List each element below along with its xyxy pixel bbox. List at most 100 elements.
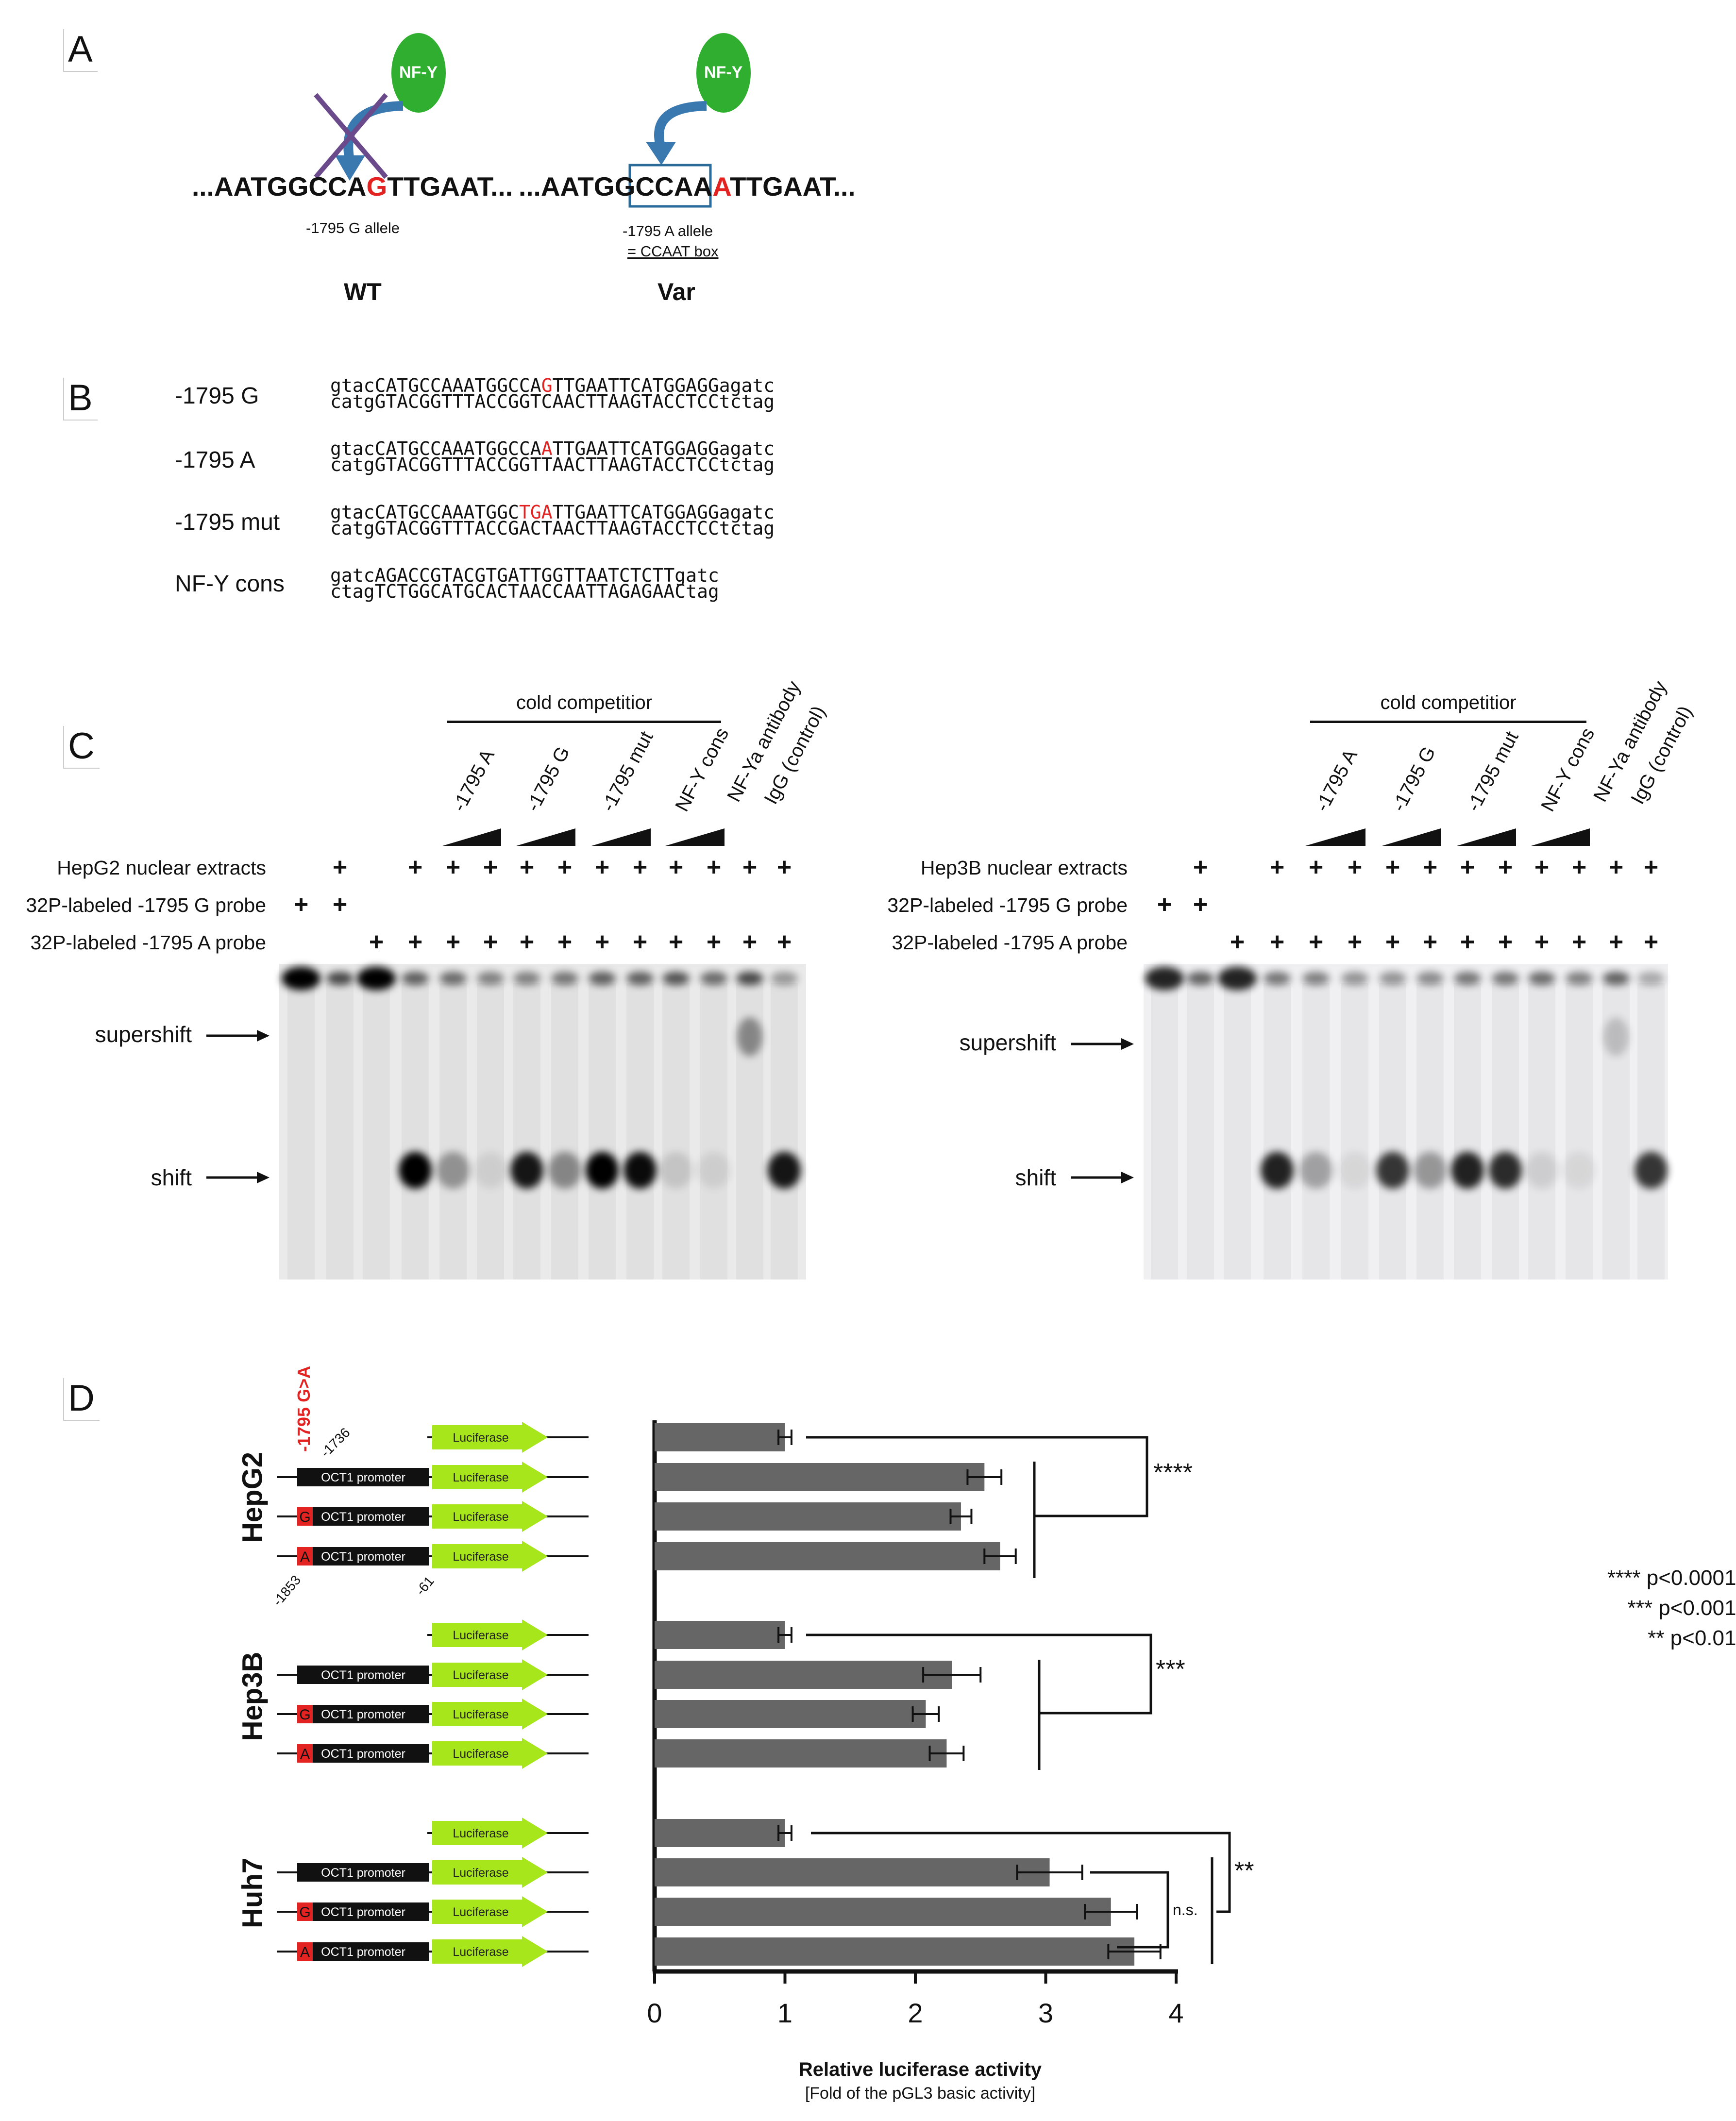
left-lane-smear bbox=[326, 983, 354, 1279]
right-free-probe-band bbox=[1492, 972, 1519, 985]
left-lane-smear bbox=[363, 983, 390, 1279]
bar-HepG2-2 bbox=[655, 1463, 985, 1491]
wt-label: WT bbox=[344, 278, 382, 305]
promoter-box bbox=[297, 1666, 429, 1684]
allele-box bbox=[297, 1744, 313, 1763]
right-lane-smear bbox=[1528, 983, 1555, 1279]
right-lane-smear bbox=[1187, 983, 1214, 1279]
bracket-hep3b-outer bbox=[806, 1633, 1152, 1715]
allele-box bbox=[297, 1507, 313, 1526]
luciferase-label: Luciferase bbox=[453, 1471, 508, 1484]
nfy-ellipse-wt bbox=[391, 33, 446, 113]
nfy-ellipse-var bbox=[696, 33, 751, 113]
allele-label: G bbox=[299, 1509, 310, 1525]
seq-a-top: gtacCATGCCAAATGGCCAATTGAATTCATGGAGGagatc bbox=[330, 438, 775, 459]
left-free-probe-band bbox=[551, 972, 578, 985]
luciferase-label: Luciferase bbox=[453, 1550, 508, 1564]
allele-box bbox=[297, 1942, 313, 1961]
left-shift-label: shift bbox=[151, 1165, 192, 1190]
right-lane-smear bbox=[1454, 983, 1481, 1279]
allele-label: A bbox=[300, 1746, 310, 1762]
left-shift-band bbox=[510, 1152, 543, 1189]
left-free-probe-band bbox=[700, 972, 727, 985]
right-plus-r1-l13: + bbox=[1608, 853, 1624, 881]
right-lane-smear bbox=[1302, 983, 1330, 1279]
right-lane-smear bbox=[1264, 983, 1291, 1279]
panel-letter-b: B bbox=[63, 378, 98, 421]
right-plus-r1-l6: + bbox=[1347, 853, 1363, 881]
left-free-probe-band bbox=[662, 972, 690, 985]
binding-arrow-var bbox=[654, 101, 707, 147]
left-plus-r2-l2: + bbox=[332, 891, 348, 919]
bar-HepG2-3 bbox=[655, 1502, 961, 1531]
left-plus-r3-l7: + bbox=[519, 928, 535, 956]
right-plus-r1-l9: + bbox=[1460, 853, 1475, 881]
seq-g-top: gtacCATGCCAAATGGCCAGTTGAATTCATGGAGGagatc bbox=[330, 375, 775, 396]
right-shift-band bbox=[1338, 1152, 1371, 1189]
bar-Hep3B-3 bbox=[655, 1700, 926, 1728]
right-plus-r3-l4: + bbox=[1269, 928, 1285, 956]
right-free-probe-band bbox=[1341, 972, 1368, 985]
seq-g-bottom: catgGTACGGTTTACCGGTCAACTTAAGTACCTCCtctag bbox=[330, 391, 775, 412]
promoter-label: OCT1 promoter bbox=[321, 1550, 405, 1564]
left-cold-competitor-line bbox=[447, 721, 721, 723]
bar-Huh7-2 bbox=[655, 1858, 1050, 1886]
right-free-probe-band bbox=[1602, 972, 1630, 985]
left-gel-image bbox=[279, 964, 806, 1279]
right-shift-band bbox=[1451, 1152, 1484, 1189]
allele-box bbox=[297, 1705, 313, 1723]
left-plus-r3-l4: + bbox=[407, 928, 423, 956]
promoter-label: OCT1 promoter bbox=[321, 1747, 405, 1761]
left-row-label-3: 32P-labeled -1795 A probe bbox=[30, 931, 266, 954]
right-plus-r1-l10: + bbox=[1498, 853, 1513, 881]
left-lane-smear bbox=[700, 983, 727, 1279]
left-lane-smear bbox=[513, 983, 540, 1279]
ccaat-box bbox=[628, 164, 712, 208]
left-plus-r1-l7: + bbox=[519, 853, 535, 881]
right-plus-r3-l8: + bbox=[1422, 928, 1438, 956]
right-shift-band bbox=[1414, 1152, 1447, 1189]
left-lane-smear bbox=[439, 983, 467, 1279]
wt-sequence: ...AATGGCCAGTTGAAT... bbox=[192, 171, 513, 202]
luciferase-arrow bbox=[432, 1541, 548, 1572]
right-plus-r1-l11: + bbox=[1534, 853, 1550, 881]
left-lane-smear bbox=[551, 983, 578, 1279]
luciferase-arrow bbox=[432, 1501, 548, 1532]
right-lane-smear bbox=[1492, 983, 1519, 1279]
right-plus-r1-l14: + bbox=[1643, 853, 1659, 881]
arrowhead-wt bbox=[335, 155, 365, 181]
promoter-label: OCT1 promoter bbox=[321, 1905, 405, 1919]
left-lane-smear bbox=[402, 983, 429, 1279]
allele-label: G bbox=[299, 1707, 310, 1723]
panel-letter-a: A bbox=[63, 29, 98, 72]
right-free-probe-band bbox=[1145, 967, 1184, 990]
left-free-probe-band bbox=[771, 972, 798, 985]
luciferase-label: Luciferase bbox=[453, 1747, 508, 1761]
right-shift-band bbox=[1261, 1152, 1294, 1189]
luciferase-arrow bbox=[432, 1619, 548, 1650]
right-lane-smear bbox=[1602, 983, 1630, 1279]
legend-line-2: *** p<0.001 bbox=[1627, 1596, 1736, 1620]
right-shift-label: shift bbox=[1015, 1165, 1056, 1190]
right-gel-image bbox=[1144, 964, 1668, 1279]
right-supershift-label: supershift bbox=[959, 1030, 1056, 1055]
luciferase-label: Luciferase bbox=[453, 1945, 508, 1959]
right-plus-r3-l3: + bbox=[1230, 928, 1245, 956]
promoter-box bbox=[297, 1507, 429, 1526]
right-lane-smear bbox=[1151, 983, 1178, 1279]
left-shift-band bbox=[659, 1152, 692, 1189]
wt-allele-label: -1795 G allele bbox=[306, 219, 400, 236]
right-lane-smear bbox=[1379, 983, 1406, 1279]
promoter-label: OCT1 promoter bbox=[321, 1471, 405, 1484]
right-shift-band bbox=[1299, 1152, 1332, 1189]
left-free-probe-band bbox=[282, 967, 320, 990]
seq-nfy-top: gatcAGACCGTACGTGATTGGTTAATCTCTTgatc bbox=[330, 565, 719, 586]
right-plus-r1-l5: + bbox=[1308, 853, 1324, 881]
right-free-probe-band bbox=[1528, 972, 1555, 985]
nfy-label-wt: NF-Y bbox=[399, 63, 438, 82]
left-plus-r1-l9: + bbox=[594, 853, 610, 881]
ns-label: n.s. bbox=[1173, 1901, 1198, 1919]
left-plus-r1-l4: + bbox=[407, 853, 423, 881]
seq-name-g: -1795 G bbox=[175, 383, 259, 409]
